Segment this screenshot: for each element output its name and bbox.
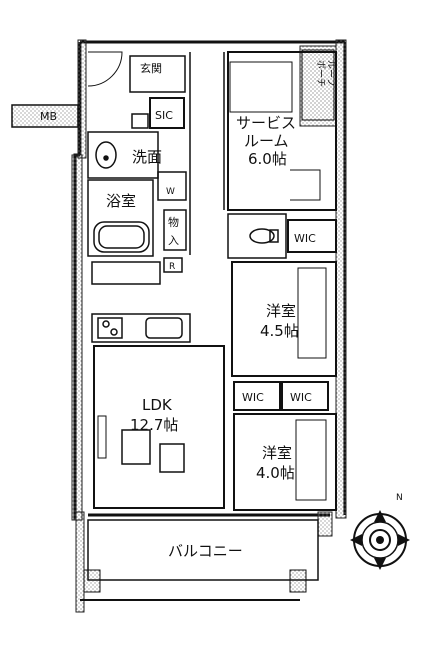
service-room [227,51,337,211]
wic-top-label: WIC [294,232,316,245]
porch-suffix-label: ルーフ [325,60,335,86]
western-room-1-size: 4.5帖 [260,322,299,340]
wic-left-label: WIC [242,391,264,404]
ldk-label: LDK [142,396,173,414]
corridor [189,52,225,255]
storage [163,209,187,251]
sic-label: SIC [155,109,173,122]
meter-box: MB [11,104,79,128]
washroom-label: 洗面 [132,148,162,166]
entrance-label: 玄関 [140,61,162,75]
bathroom-label: 浴室 [106,192,136,210]
storage-label-2: 入 [168,234,179,247]
service-room-size: 6.0帖 [248,150,287,168]
entrance-area [87,51,186,129]
wic-pair [233,381,329,411]
compass-rose [350,510,410,570]
balcony [80,519,319,601]
service-room-label-1: サービス [236,114,296,132]
western-room-2 [233,413,337,511]
wall-hatching [71,39,347,613]
ldk-room [93,345,225,509]
compass-north-label: N [396,493,403,503]
western-room-1-label: 洋室 [266,302,296,320]
toilet [227,213,287,259]
wic-top [287,219,337,253]
fridge-label: R [169,262,175,272]
western-room-1 [231,261,337,377]
storage-label-1: 物 [168,215,179,229]
porch-area: ポーチ ルーフ [301,49,335,121]
kitchen [91,261,191,343]
laundry-label: W [166,187,175,197]
western-room-2-label: 洋室 [262,444,292,462]
wic-right-label: WIC [290,391,312,404]
bathroom [87,179,154,257]
washroom [87,131,187,201]
meter-box-label: MB [40,110,57,123]
western-room-2-size: 4.0帖 [256,464,295,482]
fridge [163,257,183,273]
service-room-label-2: ルーム [244,132,289,150]
balcony-label: バルコニー [168,542,243,560]
ldk-size: 12.7帖 [130,416,178,434]
porch-label: ポーチ [315,60,326,87]
